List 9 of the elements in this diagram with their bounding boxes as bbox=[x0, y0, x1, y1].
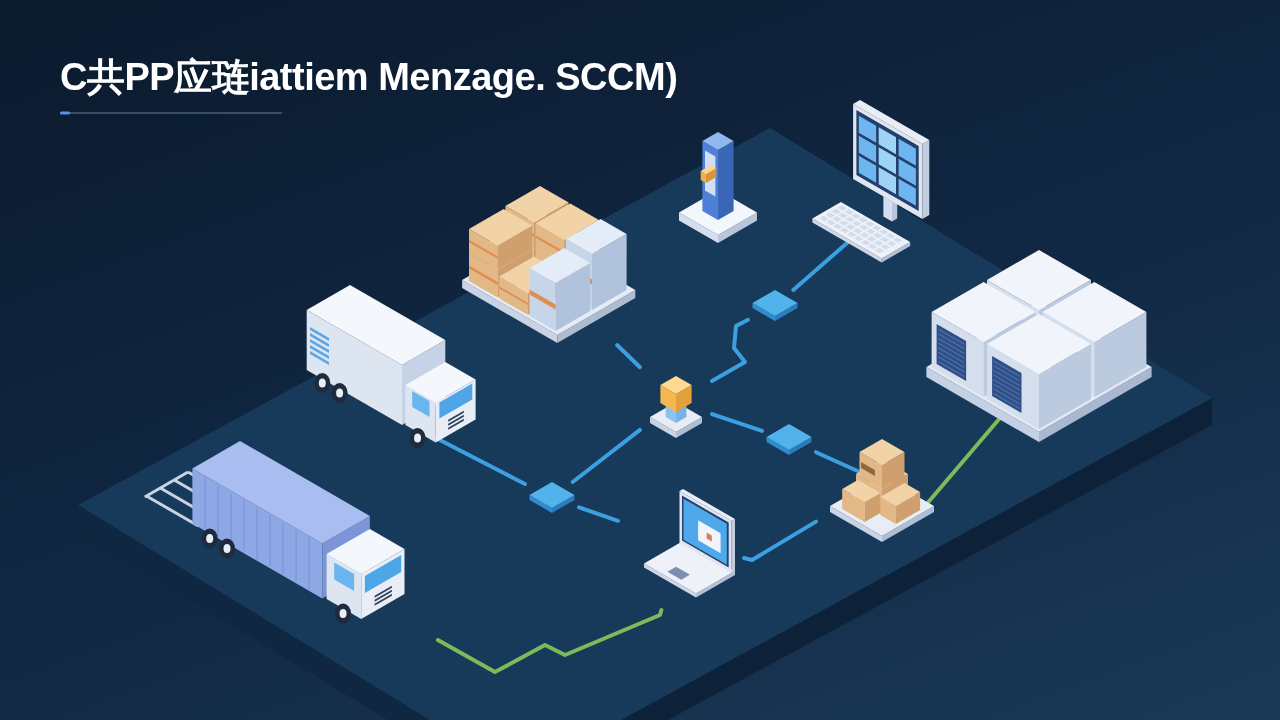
connector-line bbox=[435, 608, 664, 674]
title: C共PP应琏iattiem Menzage. SCCM) bbox=[60, 55, 678, 100]
connector-line bbox=[742, 519, 818, 562]
connector-line bbox=[710, 317, 750, 384]
connector-line bbox=[615, 343, 642, 370]
connector-line bbox=[791, 241, 849, 292]
connector-line bbox=[710, 412, 764, 433]
connector-line bbox=[570, 427, 642, 484]
connector-line bbox=[577, 505, 620, 523]
